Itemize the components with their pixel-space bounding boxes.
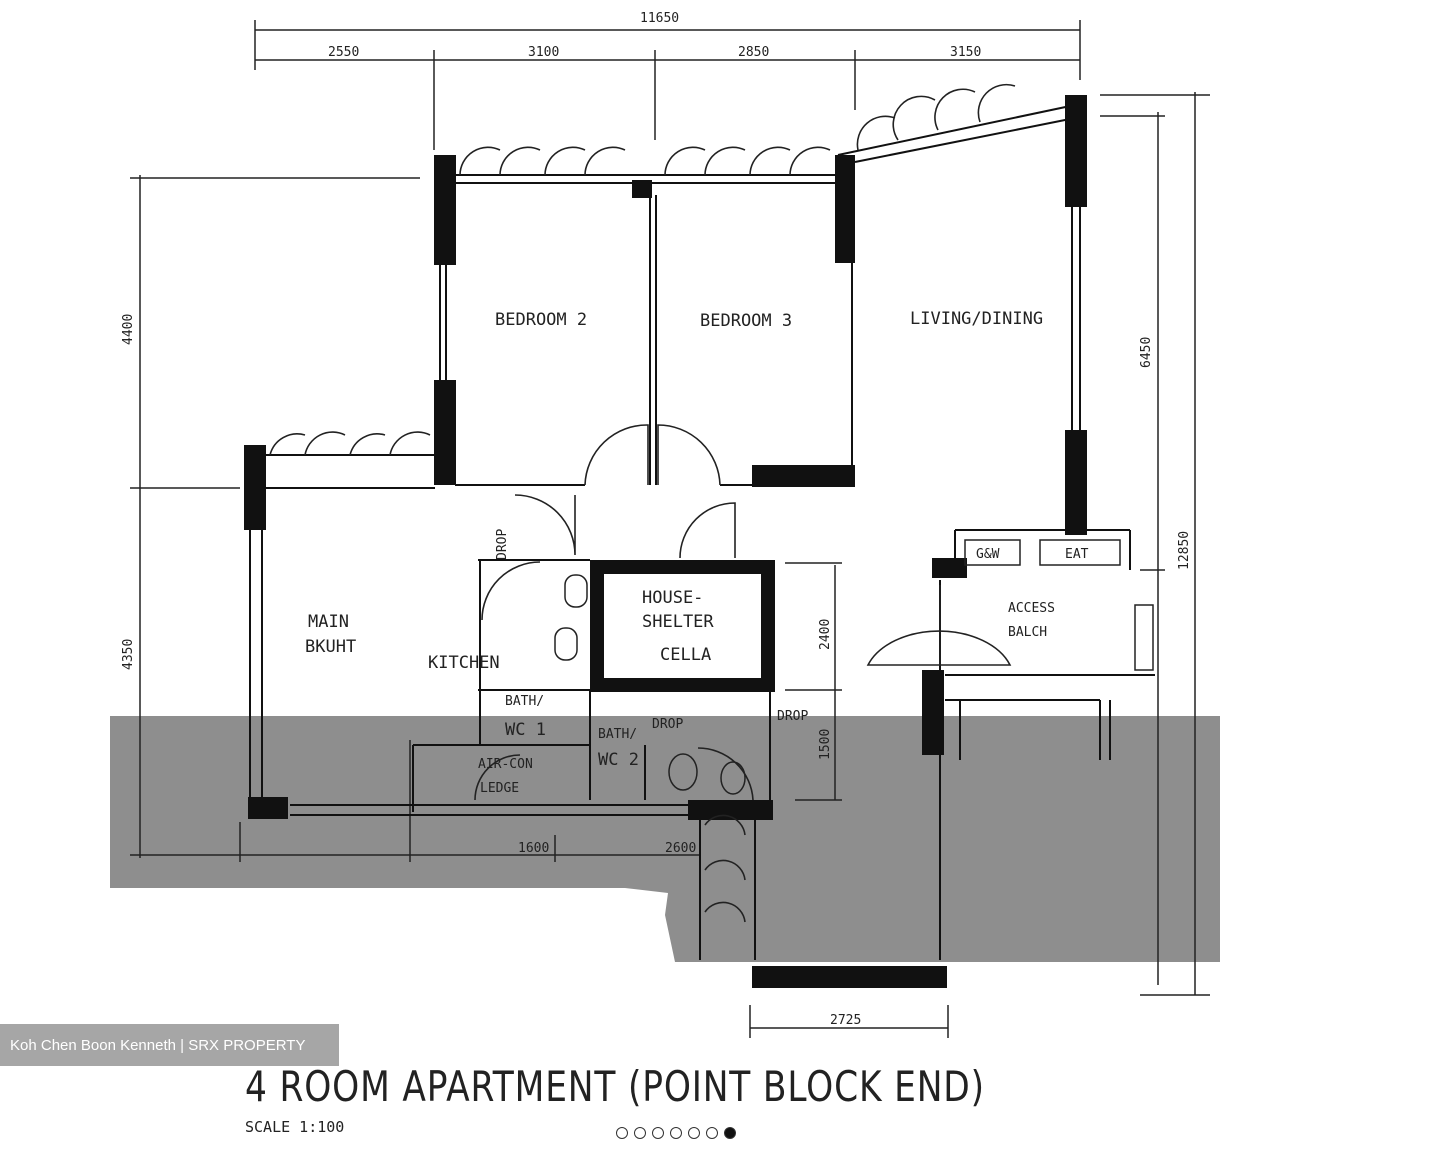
dim-left-upper: 4400 xyxy=(121,314,136,345)
carousel-dot[interactable] xyxy=(670,1127,682,1139)
room-household-shelter-line1: HOUSE- xyxy=(642,588,703,608)
room-aircon-line1: AIR-CON xyxy=(478,757,533,772)
dim-left-lower: 4350 xyxy=(121,639,136,670)
drop-label-1: DROP xyxy=(495,529,510,560)
carousel-dot[interactable] xyxy=(652,1127,664,1139)
windows xyxy=(269,83,1016,923)
room-bath1-line1: BATH/ xyxy=(505,694,544,709)
room-gaw: G&W xyxy=(976,547,1000,562)
dim-right-inner: 6450 xyxy=(1139,337,1154,368)
carousel-dots xyxy=(616,1127,736,1139)
dim-seg2: 3100 xyxy=(528,45,559,60)
room-access-line1: ACCESS xyxy=(1008,601,1055,616)
dim-right-outer: 12850 xyxy=(1177,531,1192,570)
doors xyxy=(474,424,1012,801)
dim-seg1: 2550 xyxy=(328,45,359,60)
carousel-dot[interactable] xyxy=(688,1127,700,1139)
room-household-shelter-line3: CELLA xyxy=(660,645,711,665)
dim-total-width: 11650 xyxy=(640,11,679,26)
carousel-dot[interactable] xyxy=(706,1127,718,1139)
dim-bottom1: 1600 xyxy=(518,841,549,856)
room-household-shelter-line2: SHELTER xyxy=(642,612,714,632)
top-dimension-lines xyxy=(254,20,1081,150)
carousel-dot[interactable] xyxy=(616,1127,628,1139)
thick-walls xyxy=(244,95,1087,988)
dim-bottom3: 2725 xyxy=(830,1013,861,1028)
room-kitchen: KITCHEN xyxy=(428,653,500,673)
room-eat: EAT xyxy=(1065,547,1089,562)
right-dimension-lines xyxy=(785,92,1210,996)
dim-bottom2: 2600 xyxy=(665,841,696,856)
watermark-badge: Koh Chen Boon Kenneth | SRX PROPERTY xyxy=(0,1024,339,1066)
room-master-line1: MAIN xyxy=(308,612,349,632)
plan-title: 4 ROOM APARTMENT (POINT BLOCK END) xyxy=(245,1062,985,1111)
dim-seg3: 2850 xyxy=(738,45,769,60)
room-bedroom-2: BEDROOM 2 xyxy=(495,310,587,330)
plan-scale: SCALE 1:100 xyxy=(245,1118,345,1136)
dim-hs-height: 2400 xyxy=(818,619,833,650)
carousel-dot[interactable] xyxy=(634,1127,646,1139)
room-master-line2: BKUHT xyxy=(305,637,356,657)
room-access-line2: BALCH xyxy=(1008,625,1047,640)
fixtures xyxy=(554,539,1154,795)
dim-small-height: 1500 xyxy=(818,729,833,760)
left-dimension-lines xyxy=(130,175,700,862)
room-aircon-line2: LEDGE xyxy=(480,781,519,796)
grey-overlay xyxy=(110,716,1220,962)
bottom-dimension-line xyxy=(749,1005,949,1038)
room-bedroom-3: BEDROOM 3 xyxy=(700,311,792,331)
drop-label-2: DROP xyxy=(652,717,683,732)
drop-label-3: DROP xyxy=(777,709,808,724)
room-bath2-line1: BATH/ xyxy=(598,727,637,742)
room-bath2-line2: WC 2 xyxy=(598,750,639,770)
thin-walls xyxy=(249,104,1155,960)
dim-seg4: 3150 xyxy=(950,45,981,60)
room-bath1-line2: WC 1 xyxy=(505,720,546,740)
carousel-dot[interactable] xyxy=(724,1127,736,1139)
room-living-dining: LIVING/DINING xyxy=(910,309,1043,329)
